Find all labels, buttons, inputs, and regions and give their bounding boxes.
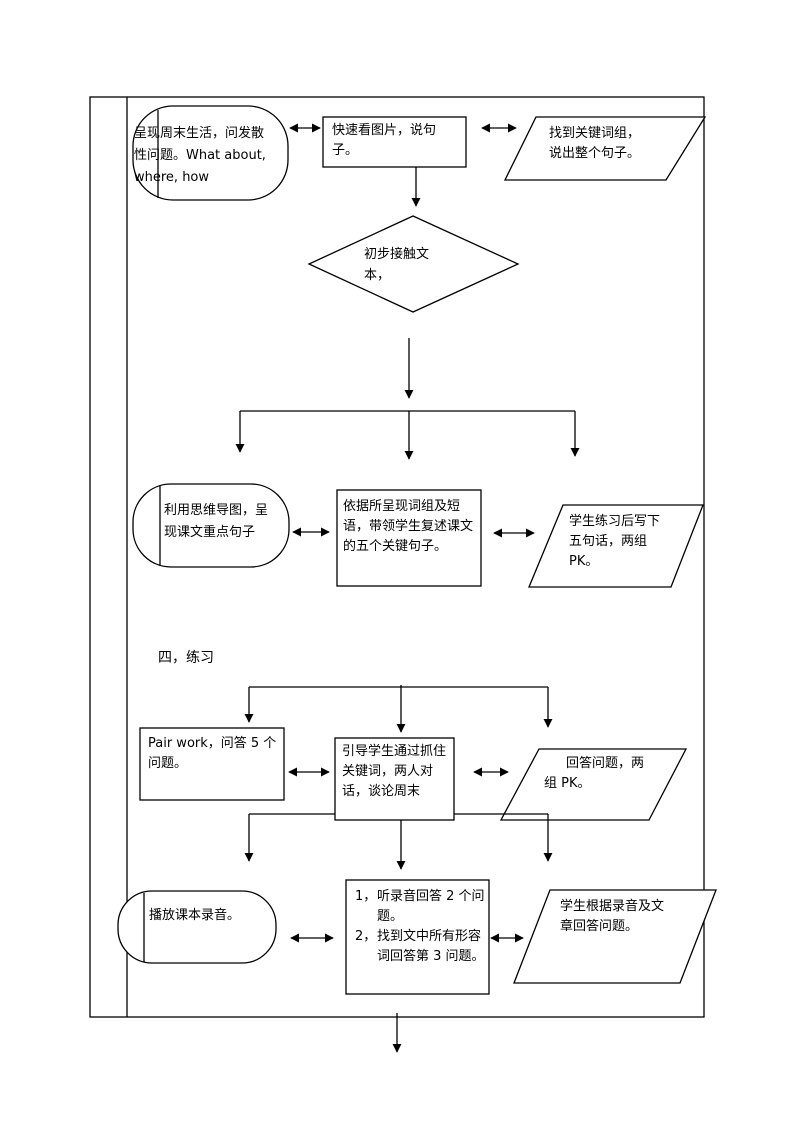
node-look-pictures-text: 快速看图片，说句子。	[332, 123, 437, 158]
node-find-phrases-shape	[503, 116, 707, 181]
node-play-recording-shape	[117, 890, 277, 964]
listen-step-1-text: 听录音回答 2 个问题。	[377, 889, 485, 924]
node-guide-dialogue-text: 引导学生通过抓住关键词，两人对话，谈论周末	[342, 744, 447, 799]
listen-step-1-number: 1，	[355, 889, 377, 904]
node-first-contact-shape	[307, 215, 520, 313]
node-answer-by-recording-shape	[513, 889, 717, 984]
node-first-contact-text: 初步接触文本，	[364, 247, 430, 283]
node-pair-work-shape	[139, 727, 285, 801]
node-answer-by-recording-text: 学生根据录音及文章回答问题。	[560, 899, 665, 934]
node-present-weekend-text: 呈现周末生活，问发散性问题。What about, where, how	[134, 126, 266, 185]
node-pair-work-text: Pair work，问答 5 个问题。	[148, 736, 277, 771]
listen-step-2-text: 找到文中所有形容词回答第 3 问题。	[377, 929, 485, 964]
node-guide-dialogue-shape	[334, 737, 455, 821]
listen-step-2-number: 2，	[355, 929, 377, 944]
node-mind-map-shape	[132, 483, 290, 568]
node-look-pictures-shape	[322, 116, 467, 168]
node-answer-pk-shape	[499, 748, 688, 821]
node-find-phrases-text: 找到关键词组，说出整个句子。	[549, 126, 641, 161]
node-practice-pk-text: 学生练习后写下五句话，两组 PK。	[569, 514, 661, 569]
node-mind-map-text: 利用思维导图，呈现课文重点句子	[164, 503, 268, 540]
node-play-recording-text: 播放课本录音。	[149, 908, 241, 923]
node-practice-pk-shape	[528, 504, 704, 588]
node-listen-tasks-text: 1， 听录音回答 2 个问题。 2， 找到文中所有形容词回答第 3 问题。	[355, 887, 485, 991]
node-listen-tasks-shape	[345, 879, 490, 995]
node-retell-text: 依据所呈现词组及短语，带领学生复述课文的五个关键句子。	[343, 499, 474, 554]
node-answer-pk-text: 回答问题，两组 PK。	[544, 756, 644, 791]
listen-step-1: 1， 听录音回答 2 个问题。	[355, 887, 485, 927]
node-present-weekend-shape	[132, 105, 289, 201]
listen-step-2: 2， 找到文中所有形容词回答第 3 问题。	[355, 927, 485, 967]
section-practice-heading: 四，练习	[158, 650, 214, 666]
node-retell-shape	[336, 489, 482, 587]
